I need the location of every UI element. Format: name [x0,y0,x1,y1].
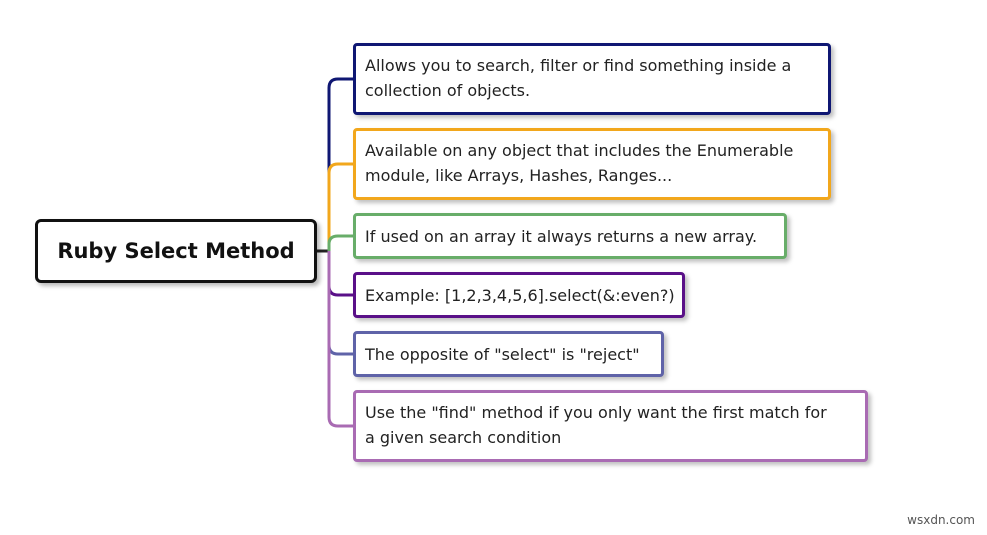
connector-branch-6 [327,251,353,428]
connector-branch-5 [327,251,353,356]
branch-node-2: Available on any object that includes th… [353,128,831,200]
branch-node-4-line-1: Example: [1,2,3,4,5,6].select(&:even?) [365,285,675,305]
connector-branch-3 [327,234,353,251]
branch-node-1-line-1: Allows you to search, filter or find som… [365,56,792,75]
branch-node-1: Allows you to search, filter or find som… [353,43,831,115]
watermark-text: wsxdn.com [907,513,975,527]
root-node: Ruby Select Method [35,219,317,283]
branch-node-2-line-1: Available on any object that includes th… [365,141,794,160]
connector-branch-1 [327,77,353,251]
branch-node-3: If used on an array it always returns a … [353,213,787,259]
branch-node-6: Use the "find" method if you only want t… [353,390,868,462]
branch-node-6-line-1: Use the "find" method if you only want t… [365,403,827,422]
connector-branch-4 [327,251,353,297]
root-node-label: Ruby Select Method [57,239,295,263]
branch-node-5-line-1: The opposite of "select" is "reject" [365,344,640,364]
branch-node-3-line-1: If used on an array it always returns a … [365,226,758,246]
branch-node-6-line-2: a given search condition [365,428,562,447]
connector-branch-2 [327,162,353,251]
branch-node-2-line-2: module, like Arrays, Hashes, Ranges... [365,166,673,185]
branch-node-4: Example: [1,2,3,4,5,6].select(&:even?) [353,272,685,318]
branch-node-5: The opposite of "select" is "reject" [353,331,664,377]
branch-node-1-line-2: collection of objects. [365,81,531,100]
